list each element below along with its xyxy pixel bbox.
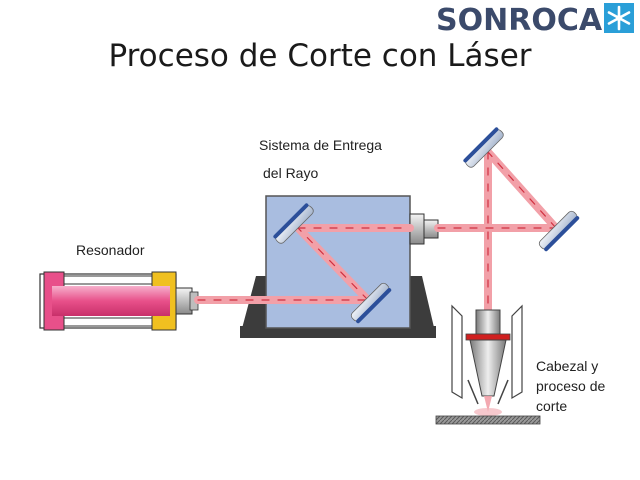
snowflake-logo-icon <box>604 3 635 37</box>
workpiece <box>435 415 541 425</box>
mirror-2 <box>273 203 314 244</box>
box-output-connector <box>409 213 439 245</box>
logo-text: SONROCA <box>436 2 603 38</box>
label-delivery-system-2: del Rayo <box>263 165 319 181</box>
label-head-1: Cabezal y <box>536 358 599 374</box>
label-head-3: corte <box>536 398 568 414</box>
cutting-head <box>451 304 523 416</box>
company-logo: SONROCA <box>436 2 635 38</box>
resonator <box>39 271 199 331</box>
label-delivery-system-1: Sistema de Entrega <box>259 137 382 153</box>
delivery-base <box>240 276 436 338</box>
label-resonator: Resonador <box>76 242 145 258</box>
beam-delivery-box <box>265 195 411 329</box>
slide-title: Proceso de Corte con Láser <box>108 38 532 74</box>
laser-beam <box>194 148 560 316</box>
mirror-3 <box>538 210 580 252</box>
mirror-1 <box>350 282 392 324</box>
mirror-4 <box>463 127 504 168</box>
label-head-2: proceso de <box>536 378 606 394</box>
